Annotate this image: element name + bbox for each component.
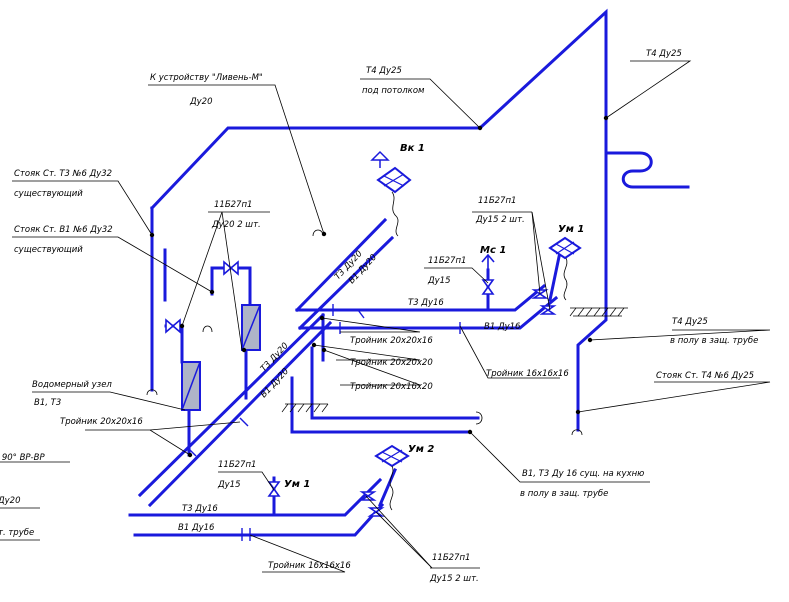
pipe-t4-down-right: [576, 151, 608, 432]
mixer-vk1-icon: [370, 150, 412, 194]
label-um1-bottom: Ум 1: [284, 479, 310, 490]
pipe-floor-run-2: [310, 346, 480, 420]
label-vk1: Вк 1: [400, 143, 425, 154]
label-b1-du16-upper: В1 Ду16: [484, 322, 521, 332]
label-valve-um1-line2: Ду15 2 шт.: [475, 215, 525, 225]
label-t4-floor-line1: Т4 Ду25: [672, 317, 708, 327]
pipe-t3-du16-upper: [295, 283, 547, 312]
label-t3-du16-bottom: Т3 Ду16: [182, 504, 218, 514]
label-valve-um1-line1: 11Б27п1: [478, 196, 516, 206]
faucet-mc1-icon: [481, 253, 495, 270]
label-mc1: Мс 1: [480, 245, 506, 256]
label-valve-bottom-line1: 11Б27п1: [218, 460, 256, 470]
water-meter-right: [241, 304, 261, 351]
label-device-line2: Ду20: [189, 97, 213, 107]
label-edge-3: т. трубе: [0, 528, 34, 538]
mixer-um2-icon: [374, 444, 410, 468]
pipe-b1-du20-long-diag: [147, 320, 333, 508]
label-valve-um2-line2: Ду15 2 шт.: [429, 574, 479, 584]
valve-um2-a-icon: [359, 491, 377, 501]
label-device-line1: К устройству "Ливень-М": [150, 73, 263, 83]
pipe-b1-du20-upper-diag: [297, 235, 395, 331]
valve-um1-bottom-icon: [267, 481, 281, 497]
label-tee-16x16x16-bottom: Тройник 16х16х16: [268, 561, 351, 571]
label-tee-20x16x20: Тройник 20х16х20: [350, 382, 433, 392]
water-meter-left: [181, 361, 201, 411]
label-b1-t3-floor-line2: в полу в защ. трубе: [520, 489, 608, 499]
pipe-floor-run: [290, 376, 470, 434]
label-tee-20x20x20: Тройник 20х20х20: [350, 358, 433, 368]
pipe-b1-du16-bottom: [133, 502, 385, 537]
label-under-ceiling: под потолком: [362, 86, 425, 96]
mixer-um1-icon: [548, 236, 582, 260]
label-riser-t4: Стояк Ст. Т4 №6 Ду25: [656, 371, 754, 381]
leader-lines: [0, 60, 771, 573]
label-t4-floor-line2: в полу в защ. трубе: [670, 336, 758, 346]
label-riser-b1-line2: существующий: [14, 245, 83, 255]
label-edge-2: Ду20: [0, 496, 21, 506]
label-water-node-line1: Водомерный узел: [32, 380, 112, 390]
pipe-t4-main: [149, 8, 690, 211]
valve-mc1-icon: [481, 279, 495, 295]
label-tee-20x20x16-upper: Тройник 20х20х16: [350, 336, 433, 346]
flex-hoses: [389, 191, 568, 511]
label-t4-du25-right: Т4 Ду25: [646, 49, 682, 59]
label-riser-t3-line1: Стояк Ст. Т3 №6 Ду32: [14, 169, 112, 179]
label-b1-du16-bottom: В1 Ду16: [178, 523, 215, 533]
label-um1: Ум 1: [558, 224, 584, 235]
label-tee-16x16x16-upper: Тройник 16х16х16: [486, 369, 569, 379]
label-valve-mc-line2: Ду15: [427, 276, 451, 286]
floor-hatching: [281, 307, 628, 413]
label-valve-left-line2: Ду20 2 шт.: [211, 220, 261, 230]
label-water-node-line2: В1, Т3: [34, 398, 61, 408]
pipe-um2-riser: [378, 468, 397, 507]
label-valve-um2-line1: 11Б27п1: [432, 553, 470, 563]
label-valve-mc-line1: 11Б27п1: [428, 256, 466, 266]
label-riser-t3-line2: существующий: [14, 189, 83, 199]
pipe-end-marks: [146, 229, 583, 436]
valve-um1-b-icon: [539, 305, 557, 315]
pipe-t3-du20-upper-diag: [294, 217, 388, 313]
label-t4-du25-top: Т4 Ду25: [366, 66, 402, 76]
valve-left-icon: [165, 318, 181, 334]
label-um2: Ум 2: [408, 444, 434, 455]
label-valve-left-line1: 11Б27п1: [214, 200, 252, 210]
label-tee-20x20x16-left: Тройник 20х20х16: [60, 417, 143, 427]
label-b1-t3-floor-line1: В1, Т3 Ду 16 сущ. на кухню: [522, 469, 644, 479]
label-edge-1: к 90° ВР-ВР: [0, 453, 45, 463]
pipe-t3-du20-long-diag: [137, 312, 326, 498]
label-valve-bottom-line2: Ду15: [217, 480, 241, 490]
label-riser-b1-line1: Стояк Ст. В1 №6 Ду32: [14, 225, 113, 235]
label-t3-du16-upper: Т3 Ду16: [408, 298, 444, 308]
pipe-um1-riser: [548, 250, 562, 302]
valve-right-icon: [223, 260, 239, 276]
